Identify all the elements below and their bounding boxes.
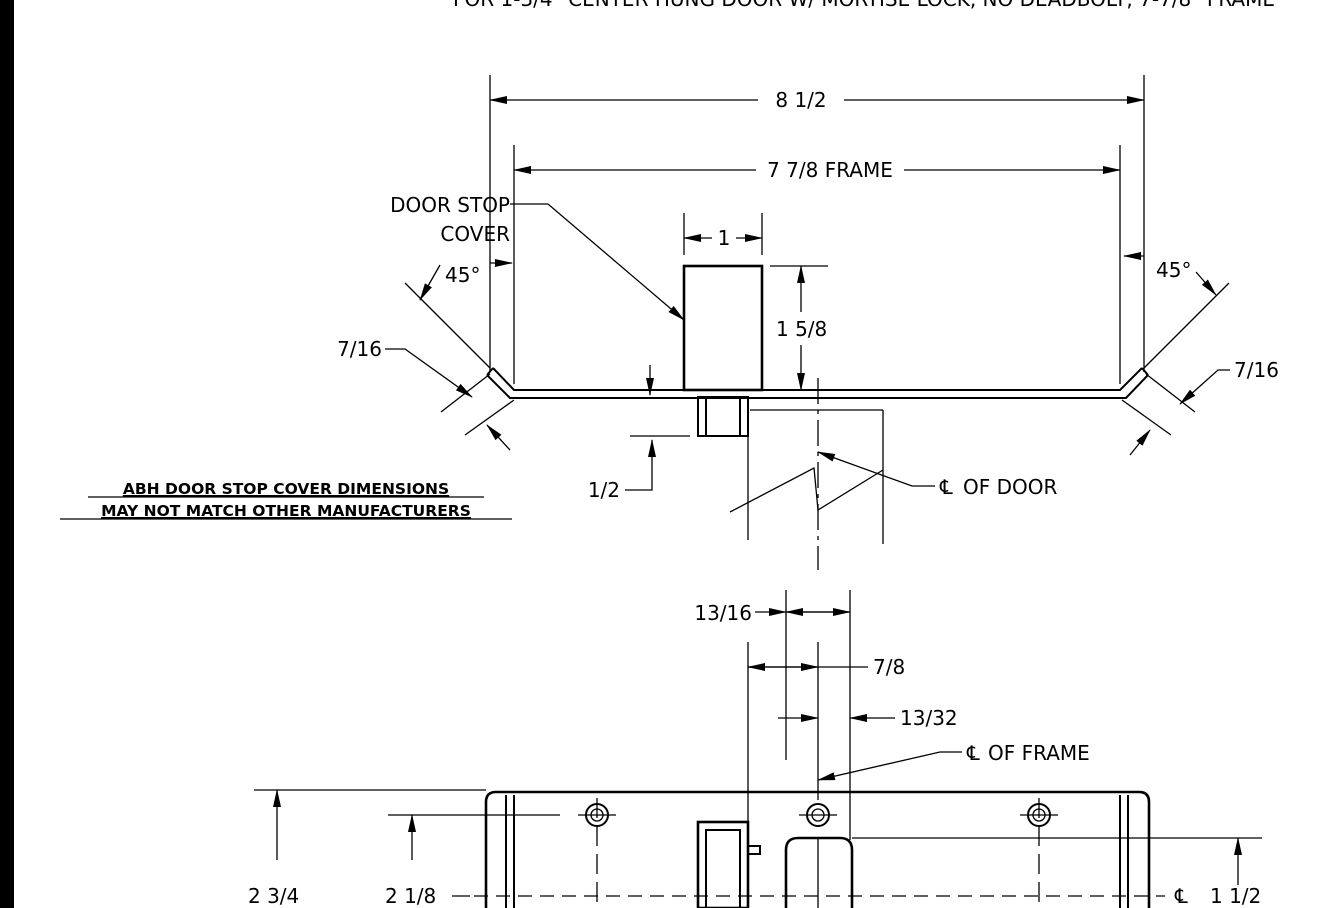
svg-text:MAY NOT MATCH OTHER MANUFACTUR: MAY NOT MATCH OTHER MANUFACTURERS xyxy=(101,502,471,520)
latch-housing xyxy=(696,820,761,908)
svg-text:1/2: 1/2 xyxy=(588,478,620,502)
svg-text:1: 1 xyxy=(718,226,731,250)
svg-text:13/16: 13/16 xyxy=(694,601,752,625)
frame-outline xyxy=(484,790,1151,908)
svg-text:7/16: 7/16 xyxy=(337,337,382,361)
svg-text:℄: ℄ xyxy=(966,741,980,765)
dimension-2-1-8: 2 1/8 xyxy=(385,814,470,908)
svg-text:1 1/2: 1 1/2 xyxy=(1210,884,1261,908)
svg-text:45°: 45° xyxy=(1156,258,1191,282)
cl-of-door-label: ℄ OF DOOR xyxy=(817,451,1057,499)
screw-hole-left xyxy=(578,798,616,908)
dimension-frame-width: 7 7/8 FRAME xyxy=(513,158,1121,182)
dimension-1-1-2: ℄ 1 1/2 xyxy=(1174,837,1261,908)
svg-text:ABH DOOR STOP COVER DIMENSIONS: ABH DOOR STOP COVER DIMENSIONS xyxy=(123,480,449,498)
door-edge-box xyxy=(697,396,749,437)
dimension-13-32: 13/32 xyxy=(778,706,958,730)
dimension-1-2: 1/2 xyxy=(588,365,690,502)
sheet-title: FOR 1-3/4" CENTER HUNG DOOR W/ MORTISE L… xyxy=(453,0,1275,11)
svg-text:1 5/8: 1 5/8 xyxy=(776,317,827,341)
svg-text:7/8: 7/8 xyxy=(873,655,905,679)
sheet-border xyxy=(0,0,14,908)
angle-right: 45° xyxy=(1123,252,1230,369)
screw-hole-center xyxy=(799,803,837,827)
svg-text:7/16: 7/16 xyxy=(1234,358,1279,382)
dimension-2-3-4: 2 3/4 xyxy=(248,789,299,908)
dimension-1: 1 xyxy=(683,213,763,255)
front-view: 13/16 7/8 13/32 ℄ OF FRAME xyxy=(248,590,1262,908)
door-section xyxy=(729,378,884,570)
dimension-7-16-right: 7/16 xyxy=(1121,358,1279,456)
dimension-8-1-2: 8 1/2 xyxy=(489,88,1145,112)
svg-text:OF DOOR: OF DOOR xyxy=(963,475,1057,499)
svg-text:COVER: COVER xyxy=(440,222,510,246)
door-stop-block xyxy=(682,264,764,392)
door-stop-cover-label: DOOR STOP COVER xyxy=(390,193,685,321)
svg-text:2 3/4: 2 3/4 xyxy=(248,884,299,908)
top-view: 8 1/2 7 7/8 FRAME DOOR STOP COVER 1 xyxy=(337,75,1279,570)
svg-text:7 7/8 FRAME: 7 7/8 FRAME xyxy=(767,158,893,182)
manufacturer-note: ABH DOOR STOP COVER DIMENSIONS MAY NOT M… xyxy=(60,480,512,520)
svg-text:8 1/2: 8 1/2 xyxy=(775,88,826,112)
dimension-7-8: 7/8 xyxy=(747,655,905,679)
svg-text:OF FRAME: OF FRAME xyxy=(988,741,1090,765)
svg-text:℄: ℄ xyxy=(1174,884,1188,908)
angle-left: 45° xyxy=(404,259,513,369)
svg-text:2 1/8: 2 1/8 xyxy=(385,884,436,908)
dimension-7-16-left: 7/16 xyxy=(337,337,515,451)
svg-text:45°: 45° xyxy=(445,263,480,287)
svg-text:13/32: 13/32 xyxy=(900,706,958,730)
dimension-1-5-8: 1 5/8 xyxy=(770,265,828,391)
svg-text:℄: ℄ xyxy=(939,475,953,499)
dimension-13-16: 13/16 xyxy=(694,601,851,625)
svg-text:DOOR STOP: DOOR STOP xyxy=(390,193,510,217)
screw-hole-right xyxy=(1020,798,1058,908)
strike-pocket xyxy=(784,836,854,908)
cl-of-frame-label: ℄ OF FRAME xyxy=(817,741,1090,781)
